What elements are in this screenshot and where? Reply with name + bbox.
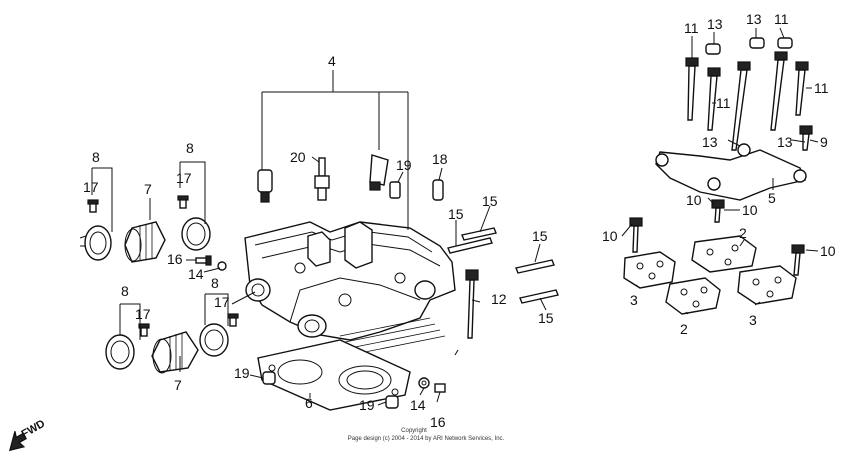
rocker-holder-2-upper: [691, 235, 757, 273]
callout-19-upper: 19: [396, 157, 412, 173]
intake-clamp-upper-left: [79, 225, 112, 261]
rod-15-d: [519, 289, 559, 304]
long-bolt-11-c: [731, 61, 751, 151]
callout-6: 6: [305, 395, 313, 411]
dowel-pin-19-lower-right: [385, 395, 399, 409]
callout-2-lower: 2: [680, 321, 688, 337]
leader-lines: [91, 27, 819, 406]
callout-5: 5: [768, 190, 776, 206]
callout-15-c: 15: [532, 228, 548, 244]
dowel-pin-19-upper: [389, 181, 401, 199]
rod-15-c: [515, 259, 555, 274]
callout-10-d: 10: [820, 243, 836, 259]
dowel-pin-19-lower-left: [262, 371, 276, 385]
callout-13-d: 13: [777, 134, 793, 150]
washer-14-a: [217, 261, 227, 271]
callout-8-b: 8: [186, 140, 194, 156]
stud-18: [432, 179, 444, 201]
callout-10-b: 10: [742, 202, 758, 218]
callout-7-lower: 7: [174, 377, 182, 393]
long-bolt-11-d: [770, 51, 788, 131]
rocker-holder-3-left: [623, 251, 676, 289]
cap-nut-13-a: [705, 43, 721, 55]
callout-10-c: 10: [602, 228, 618, 244]
callout-17-d: 17: [214, 294, 230, 310]
screw-17-b: [177, 195, 189, 209]
bolt-10-c: [791, 244, 805, 276]
cap-nut-13-c: [777, 37, 793, 49]
screw-17-c: [138, 323, 150, 337]
head-bolt-12: [465, 269, 479, 339]
rocker-arm-bracket-5: [655, 143, 807, 201]
long-bolt-11-e: [795, 61, 809, 116]
plug-cap-left: [257, 169, 273, 203]
callout-8-a: 8: [92, 149, 100, 165]
callout-17-c: 17: [135, 306, 151, 322]
screw-17-a: [87, 199, 99, 213]
intake-pipe-lower-left: [151, 331, 199, 374]
intake-clamp-lower-left: [105, 334, 135, 370]
long-bolt-11-a: [685, 57, 699, 121]
callout-18: 18: [432, 151, 448, 167]
spark-plug: [314, 157, 330, 201]
callout-15-b: 15: [482, 193, 498, 209]
callout-8-d: 8: [211, 275, 219, 291]
bolt-10-b: [711, 199, 725, 223]
cylinder-head: [244, 221, 456, 355]
callout-11-a: 11: [684, 20, 699, 36]
head-gasket: [257, 339, 411, 411]
callout-12: 12: [491, 291, 507, 307]
callout-2-upper: 2: [739, 225, 747, 241]
callout-11-d: 11: [716, 95, 731, 111]
callout-19-lower-left: 19: [234, 365, 250, 381]
callout-13-c: 13: [702, 134, 718, 150]
washer-14-b: [418, 377, 430, 389]
callout-15-d: 15: [538, 310, 554, 326]
cap-nut-13-b: [749, 37, 765, 49]
callout-15-a: 15: [448, 206, 464, 222]
callout-11-b: 11: [774, 11, 789, 27]
callout-13-b: 13: [746, 11, 762, 27]
callout-9: 9: [820, 134, 828, 150]
intake-clamp-lower-mid: [199, 323, 229, 357]
callout-13-a: 13: [707, 16, 723, 32]
callout-3-right: 3: [749, 312, 757, 328]
rod-15-a: [447, 237, 493, 254]
bolt-16-b: [434, 383, 446, 393]
rod-15-b: [461, 227, 497, 241]
bolt-16-a: [195, 255, 212, 266]
callout-8-c: 8: [121, 283, 129, 299]
callout-16-lower: 16: [430, 414, 446, 430]
intake-pipe-upper-left: [124, 221, 166, 263]
screw-17-d: [227, 313, 239, 327]
callout-17-b: 17: [176, 170, 192, 186]
rocker-holder-2-lower: [665, 277, 721, 315]
callout-4: 4: [328, 53, 336, 69]
fwd-label: FWD: [20, 418, 48, 441]
callout-16-upper: 16: [167, 251, 183, 267]
callout-19-lower-right: 19: [359, 397, 375, 413]
callout-17-a: 17: [83, 179, 99, 195]
rocker-holder-3-right: [737, 265, 797, 305]
callout-14-upper: 14: [188, 266, 204, 282]
callout-11-c: 11: [814, 80, 829, 96]
fwd-arrow: FWD: [8, 418, 48, 452]
plug-cap-right: [369, 154, 389, 191]
callout-7-upper: 7: [144, 181, 152, 197]
copyright-line-2: Page design (c) 2004 - 2014 by ARI Netwo…: [348, 436, 505, 442]
callout-10-a: 10: [686, 192, 702, 208]
callout-3-left: 3: [630, 292, 638, 308]
callout-14-lower: 14: [410, 397, 426, 413]
bolt-9: [799, 125, 813, 151]
bolt-10-a: [629, 217, 643, 253]
copyright-line-1: Copyright: [401, 428, 427, 434]
intake-clamp-upper-mid: [181, 217, 211, 251]
callout-numbers: 4 20 19 18 8 17 7 8 17 16 14 8 17 7 8 17…: [83, 11, 836, 430]
callout-20: 20: [290, 149, 306, 165]
